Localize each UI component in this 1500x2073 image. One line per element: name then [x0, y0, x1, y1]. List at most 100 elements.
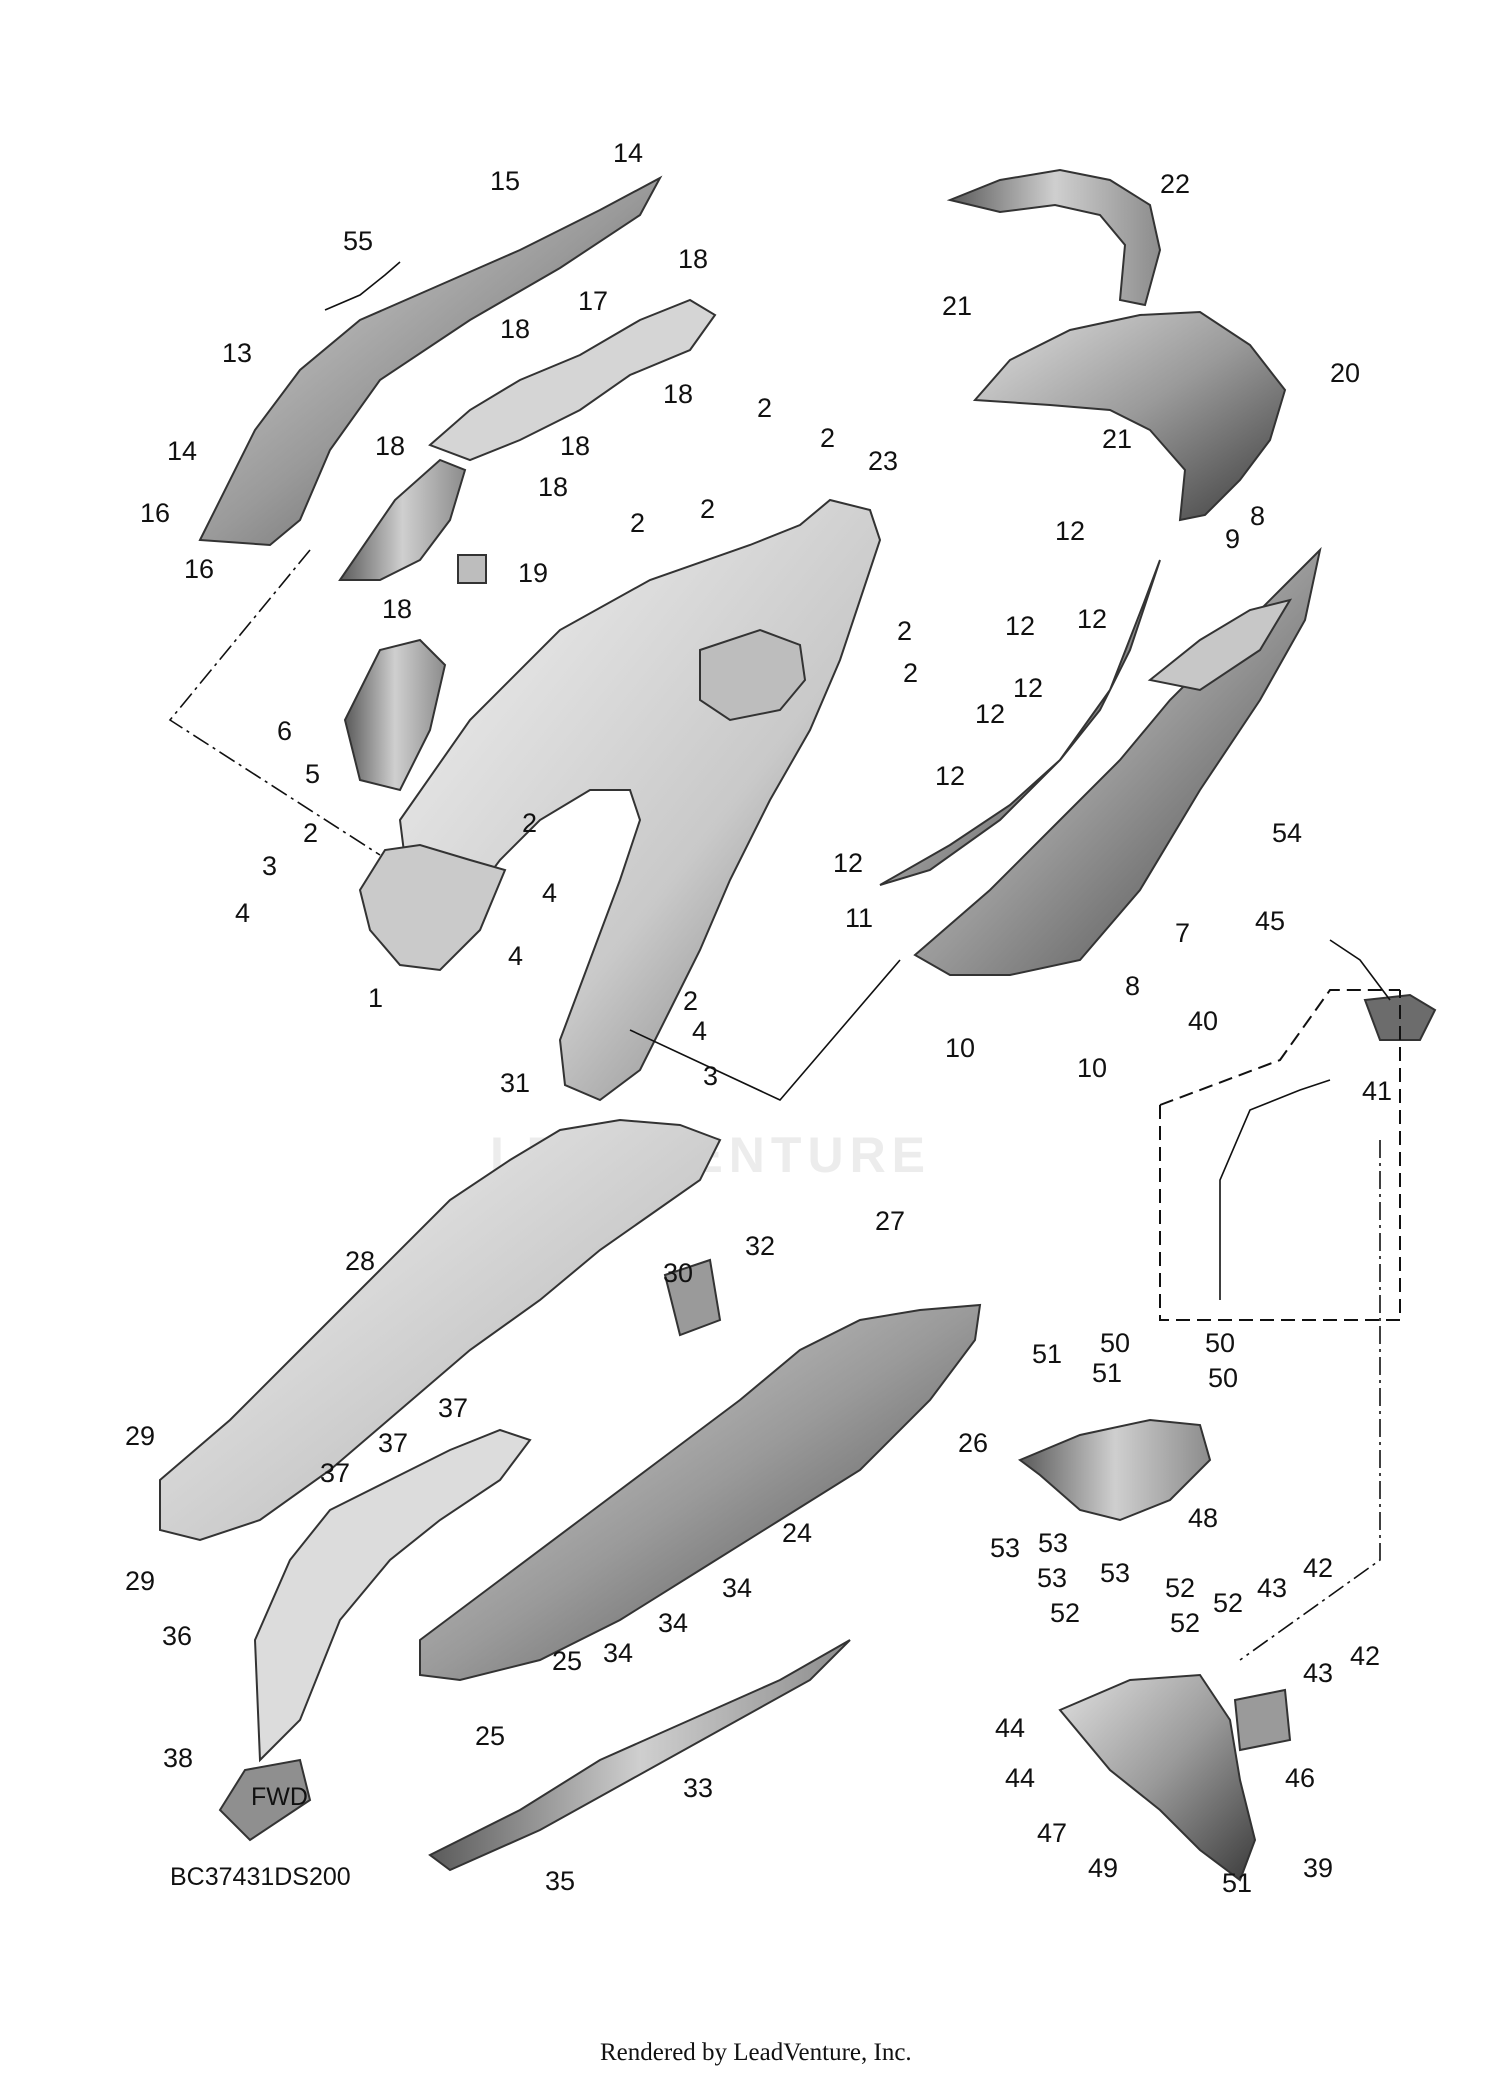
- callout-42-b[interactable]: 42: [1350, 1641, 1380, 1671]
- callout-50-b[interactable]: 50: [1205, 1328, 1235, 1358]
- callout-26[interactable]: 26: [958, 1428, 988, 1458]
- part-19-pad[interactable]: [457, 554, 487, 584]
- callout-2-a[interactable]: 2: [757, 393, 772, 423]
- callout-2-b[interactable]: 2: [820, 423, 835, 453]
- callout-10-a[interactable]: 10: [945, 1033, 975, 1063]
- part-9-trim[interactable]: [1147, 598, 1293, 692]
- callout-14-top[interactable]: 14: [613, 138, 643, 168]
- callout-4-a[interactable]: 4: [235, 898, 250, 928]
- callout-12-e[interactable]: 12: [975, 699, 1005, 729]
- part-5-shield[interactable]: [343, 638, 447, 792]
- part-1-bracket[interactable]: [358, 843, 507, 972]
- callout-27[interactable]: 27: [875, 1206, 905, 1236]
- callout-29-b[interactable]: 29: [125, 1566, 155, 1596]
- callout-52-a[interactable]: 52: [1165, 1573, 1195, 1603]
- callout-18-c[interactable]: 18: [663, 379, 693, 409]
- part-28-lower-fairing[interactable]: [159, 1118, 722, 1542]
- callout-52-c[interactable]: 52: [1050, 1598, 1080, 1628]
- callout-2-f[interactable]: 2: [903, 658, 918, 688]
- callout-25-b[interactable]: 25: [475, 1721, 505, 1751]
- callout-4-c[interactable]: 4: [508, 941, 523, 971]
- callout-9[interactable]: 9: [1225, 524, 1240, 554]
- callout-44-b[interactable]: 44: [1005, 1763, 1035, 1793]
- callout-47[interactable]: 47: [1037, 1818, 1067, 1848]
- callout-52-b[interactable]: 52: [1213, 1588, 1243, 1618]
- callout-41[interactable]: 41: [1362, 1076, 1392, 1106]
- callout-4-b[interactable]: 4: [542, 878, 557, 908]
- callout-4-d[interactable]: 4: [692, 1016, 707, 1046]
- callout-21-b[interactable]: 21: [1102, 424, 1132, 454]
- callout-46[interactable]: 46: [1285, 1763, 1315, 1793]
- callout-38[interactable]: 38: [163, 1743, 193, 1773]
- callout-36[interactable]: 36: [162, 1621, 192, 1651]
- callout-53-c[interactable]: 53: [1100, 1558, 1130, 1588]
- callout-31[interactable]: 31: [500, 1068, 530, 1098]
- callout-48[interactable]: 48: [1188, 1503, 1218, 1533]
- part-32-reflector[interactable]: [663, 1258, 722, 1337]
- callout-1[interactable]: 1: [368, 983, 383, 1013]
- part-55-clip[interactable]: [324, 261, 401, 311]
- callout-8-a[interactable]: 8: [1250, 501, 1265, 531]
- callout-18-d[interactable]: 18: [560, 431, 590, 461]
- callout-55[interactable]: 55: [343, 226, 373, 256]
- callout-17[interactable]: 17: [578, 286, 608, 316]
- callout-39[interactable]: 39: [1303, 1853, 1333, 1883]
- callout-53-a[interactable]: 53: [990, 1533, 1020, 1563]
- part-24-side-fairing[interactable]: [419, 1303, 982, 1682]
- callout-2-i[interactable]: 2: [683, 986, 698, 1016]
- part-11-undertray[interactable]: [879, 559, 1161, 886]
- callout-34-a[interactable]: 34: [722, 1573, 752, 1603]
- part-13-rear-side-cover[interactable]: [198, 175, 663, 547]
- callout-43-a[interactable]: 43: [1257, 1573, 1287, 1603]
- callout-52-d[interactable]: 52: [1170, 1608, 1200, 1638]
- callout-34-b[interactable]: 34: [658, 1608, 688, 1638]
- callout-32[interactable]: 32: [745, 1231, 775, 1261]
- callout-43-b[interactable]: 43: [1303, 1658, 1333, 1688]
- callout-12-c[interactable]: 12: [1077, 604, 1107, 634]
- part-main-body-frame[interactable]: [398, 498, 882, 1102]
- callout-28[interactable]: 28: [345, 1246, 375, 1276]
- callout-44-a[interactable]: 44: [995, 1713, 1025, 1743]
- callout-5[interactable]: 5: [305, 759, 320, 789]
- callout-50-a[interactable]: 50: [1100, 1328, 1130, 1358]
- callout-2-g[interactable]: 2: [303, 818, 318, 848]
- callout-30[interactable]: 30: [663, 1258, 693, 1288]
- callout-22[interactable]: 22: [1160, 169, 1190, 199]
- callout-16-b[interactable]: 16: [184, 554, 214, 584]
- callout-11[interactable]: 11: [845, 903, 873, 933]
- part-36-inner-panel[interactable]: [253, 1428, 532, 1763]
- callout-37-c[interactable]: 37: [320, 1458, 350, 1488]
- callout-16-a[interactable]: 16: [140, 498, 170, 528]
- callout-24[interactable]: 24: [782, 1518, 812, 1548]
- callout-40[interactable]: 40: [1188, 1006, 1218, 1036]
- callout-3-a[interactable]: 3: [262, 851, 277, 881]
- callout-51-c[interactable]: 51: [1222, 1868, 1252, 1898]
- callout-21-a[interactable]: 21: [942, 291, 972, 321]
- callout-15[interactable]: 15: [490, 166, 520, 196]
- callout-25-a[interactable]: 25: [552, 1646, 582, 1676]
- callout-53-d[interactable]: 53: [1037, 1563, 1067, 1593]
- callout-23[interactable]: 23: [868, 446, 898, 476]
- callout-14-left[interactable]: 14: [167, 436, 197, 466]
- part-33-lower-trim[interactable]: [428, 1639, 851, 1872]
- part-20-tail-cowl[interactable]: [972, 310, 1287, 522]
- callout-51-b[interactable]: 51: [1092, 1358, 1122, 1388]
- callout-6[interactable]: 6: [277, 716, 292, 746]
- part-22-grab-bar[interactable]: [946, 168, 1162, 307]
- callout-12-g[interactable]: 12: [833, 848, 863, 878]
- callout-35[interactable]: 35: [545, 1866, 575, 1896]
- callout-19[interactable]: 19: [518, 558, 548, 588]
- part-seat-latch[interactable]: [699, 628, 807, 722]
- callout-45[interactable]: 45: [1255, 906, 1285, 936]
- callout-12-b[interactable]: 12: [1005, 611, 1035, 641]
- callout-37-b[interactable]: 37: [378, 1428, 408, 1458]
- callout-34-c[interactable]: 34: [603, 1638, 633, 1668]
- callout-50-c[interactable]: 50: [1208, 1363, 1238, 1393]
- part-46-plate[interactable]: [1233, 1688, 1292, 1752]
- callout-53-b[interactable]: 53: [1038, 1528, 1068, 1558]
- callout-7[interactable]: 7: [1175, 918, 1190, 948]
- callout-2-h[interactable]: 2: [522, 808, 537, 838]
- callout-12-f[interactable]: 12: [935, 761, 965, 791]
- part-39-rear-fender[interactable]: [1058, 1673, 1257, 1882]
- callout-13[interactable]: 13: [222, 338, 252, 368]
